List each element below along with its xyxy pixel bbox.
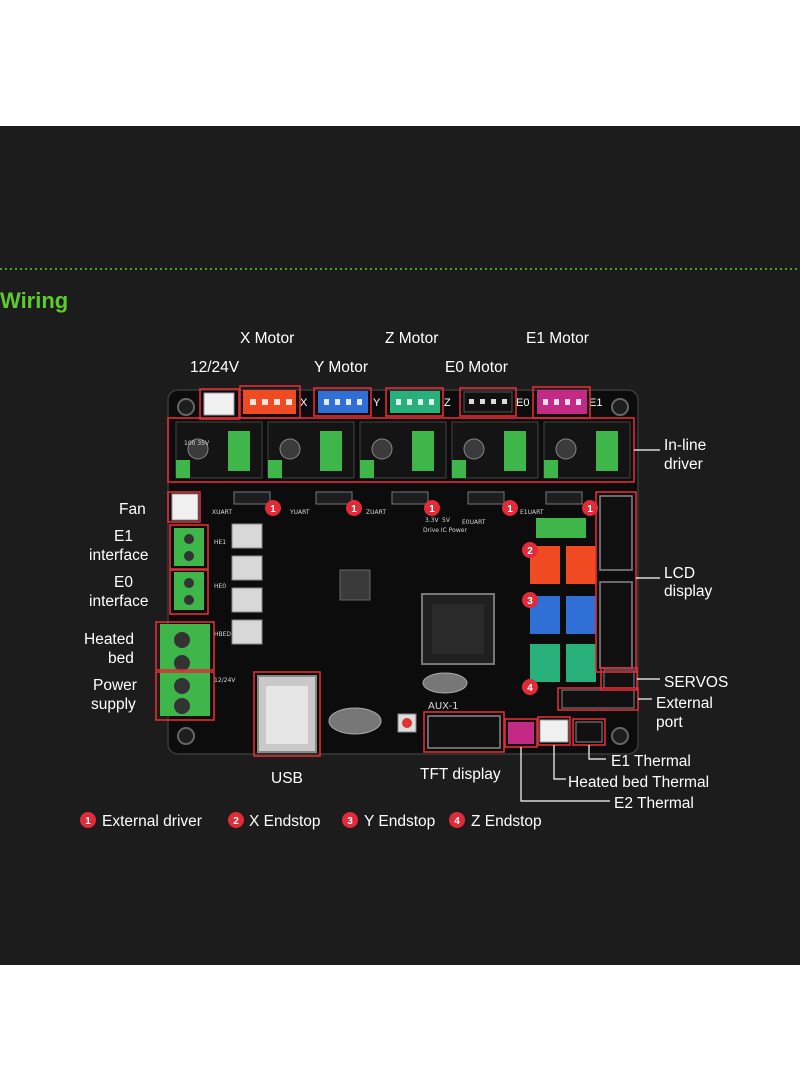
fan-label: Fan: [119, 501, 146, 518]
usb-label: USB: [271, 770, 303, 787]
v1224-label: 12/24V: [214, 677, 236, 684]
yuart-label: YUART: [289, 509, 310, 516]
x-motor-label: X Motor: [240, 330, 294, 347]
legend-item-y-endstop: 3 Y Endstop: [342, 812, 435, 830]
legend-marker-1-num: 1: [85, 816, 91, 827]
legend-marker-2: [228, 812, 244, 828]
aux1-label: AUX-1: [428, 701, 458, 712]
zuart-label: ZUART: [366, 509, 386, 516]
inline-driver-label-1: In-line: [664, 437, 706, 454]
z-connector-letter: Z: [444, 397, 451, 409]
board-marker-1d: [502, 500, 518, 516]
legend-text-3: Y Endstop: [364, 813, 435, 830]
power-supply-label-2: supply: [91, 696, 136, 713]
legend-marker-1: [80, 812, 96, 828]
e1-thermal-label: E1 Thermal: [611, 753, 691, 770]
power-12-24-label: 12/24V: [190, 359, 240, 376]
e0-interface-label-2: interface: [89, 593, 148, 610]
e1-motor-label: E1 Motor: [526, 330, 589, 347]
legend-marker-2-num: 2: [233, 816, 239, 827]
legend-text-2: X Endstop: [249, 813, 321, 830]
control-board: X Y Z E0 E1: [160, 389, 639, 755]
e0-connector-letter: E0: [516, 397, 529, 409]
legend-marker-4-num: 4: [454, 816, 460, 827]
board-marker-4: [522, 679, 538, 695]
tft-display-label: TFT display: [420, 766, 501, 783]
legend-text-4: Z Endstop: [471, 813, 542, 830]
servos-label: SERVOS: [664, 674, 728, 691]
heated-bed-label-2: bed: [108, 650, 134, 667]
board-marker-4-num: 4: [527, 683, 533, 694]
e2-thermal-label: E2 Thermal: [614, 795, 694, 812]
y-connector-letter: Y: [373, 397, 381, 409]
board-marker-1c: [424, 500, 440, 516]
inline-driver-label-2: driver: [664, 456, 703, 473]
e1uart-label: E1UART: [520, 509, 544, 516]
heated-bed-thermal-label: Heated bed Thermal: [568, 774, 709, 791]
drive-ic-power-label: Drive IC Power: [423, 527, 467, 534]
lcd-display-label-2: display: [664, 583, 712, 600]
wiring-panel: Wiring X Y Z E0 E1: [0, 126, 800, 965]
legend-marker-4: [449, 812, 465, 828]
board-marker-1b-num: 1: [351, 504, 357, 515]
leader-lines: [520, 449, 660, 802]
external-port-label-2: port: [656, 714, 683, 731]
legend-marker-3: [342, 812, 358, 828]
legend-item-z-endstop: 4 Z Endstop: [449, 812, 542, 830]
legend-marker-3-num: 3: [347, 816, 353, 827]
board-marker-1c-num: 1: [429, 504, 435, 515]
y-motor-label: Y Motor: [314, 359, 368, 376]
e1-interface-label-1: E1: [114, 528, 133, 545]
board-marker-3-num: 3: [527, 596, 533, 607]
board-marker-1e-num: 1: [587, 504, 593, 515]
board-marker-1a: [265, 500, 281, 516]
heated-bed-label-1: Heated: [84, 631, 134, 648]
board-marker-1e: [582, 500, 598, 516]
e0-interface-label-1: E0: [114, 574, 133, 591]
board-marker-1a-num: 1: [270, 504, 276, 515]
hbed-label: HBED: [214, 631, 231, 638]
inline-driver-row: [175, 421, 631, 479]
he1-label: HE1: [214, 539, 226, 546]
legend: 1 External driver 2 X Endstop 3 Y Endsto…: [80, 812, 542, 830]
board-marker-1d-num: 1: [507, 504, 513, 515]
legend-item-x-endstop: 2 X Endstop: [228, 812, 321, 830]
cap-label: 100 35V: [184, 440, 210, 447]
x-connector-letter: X: [300, 397, 308, 409]
z-motor-label: Z Motor: [385, 330, 438, 347]
e1-interface-label-2: interface: [89, 547, 148, 564]
lcd-display-label-1: LCD: [664, 565, 695, 582]
legend-item-external-driver: 1 External driver: [80, 812, 202, 830]
board-marker-2-num: 2: [527, 546, 533, 557]
legend-text-1: External driver: [102, 813, 202, 830]
board-marker-1b: [346, 500, 362, 516]
external-port-label-1: External: [656, 695, 713, 712]
v33-label: 3.3V: [425, 517, 440, 524]
v5-label: 5V: [442, 517, 451, 524]
xuart-label: XUART: [212, 509, 232, 516]
section-title: Wiring: [0, 288, 68, 313]
he0-label: HE0: [214, 583, 226, 590]
e0uart-label: E0UART: [462, 519, 486, 526]
board-marker-2: [522, 542, 538, 558]
e1-connector-letter: E1: [589, 397, 602, 409]
callout-boxes: [155, 385, 639, 757]
power-supply-label-1: Power: [93, 677, 137, 694]
e0-motor-label: E0 Motor: [445, 359, 508, 376]
board-marker-3: [522, 592, 538, 608]
board-markers: [265, 500, 598, 695]
